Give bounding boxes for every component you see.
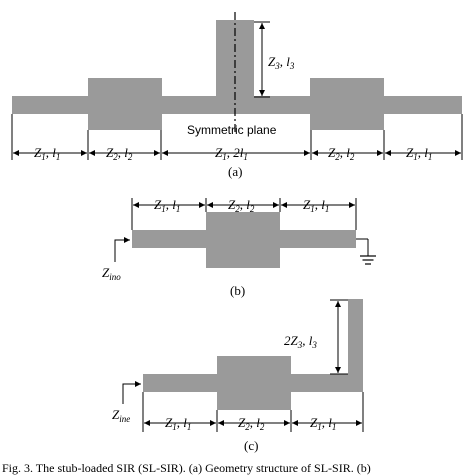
line-z1-b-right <box>278 230 356 248</box>
line-z1-c-right <box>289 374 363 392</box>
section-z2-b <box>206 212 280 268</box>
stub-2z3 <box>348 299 363 392</box>
symmetric-plane-label: Symmetric plane <box>187 123 277 137</box>
label-stub-c: 2Z3, l3 <box>284 333 317 350</box>
port-arrow-c <box>122 381 141 404</box>
caption-a: (a) <box>228 164 242 179</box>
line-z1-right <box>382 96 462 114</box>
label-c-seg2: Z2, l2 <box>238 415 265 432</box>
label-c-seg1: Z1, l1 <box>165 415 191 432</box>
port-label-b: Zino <box>102 265 121 282</box>
section-z2-left <box>88 78 162 130</box>
line-z1-b-left <box>132 230 208 248</box>
diagram-c: 2Z3, l3 Zine Z1, l1 Z2, l2 Z1, l1 (c) <box>112 299 364 453</box>
label-c-seg3: Z1, l1 <box>310 415 336 432</box>
line-z1-left <box>12 96 90 114</box>
port-arrow-b <box>114 237 130 262</box>
figure-caption-text: Fig. 3. The stub-loaded SIR (SL-SIR). (a… <box>2 461 371 475</box>
diagram-b: Z1, l1 Z2, l2 Z1, l1 Zino (b) <box>102 197 376 298</box>
diagram-a: Z3, l3 Symmetric plane Z1, l1 Z2, l2 Z1,… <box>11 12 463 179</box>
label-b-seg2: Z2, l2 <box>228 197 255 214</box>
label-b-seg3: Z1, l1 <box>303 197 329 214</box>
label-a-seg5: Z1, l1 <box>406 145 432 162</box>
line-z1-center <box>160 96 312 114</box>
section-z2-right <box>310 78 384 130</box>
label-a-center: Z1, 2l1 <box>215 145 248 162</box>
label-a-seg2: Z2, l2 <box>106 145 133 162</box>
caption-c: (c) <box>244 438 258 453</box>
label-a-seg1: Z1, l1 <box>34 145 60 162</box>
section-z2-c <box>217 356 291 410</box>
label-b-seg1: Z1, l1 <box>154 197 180 214</box>
label-a-seg4: Z2, l2 <box>328 145 355 162</box>
line-z1-c-left <box>143 374 219 392</box>
port-label-c: Zine <box>112 407 130 424</box>
caption-b: (b) <box>230 283 245 298</box>
ground-icon <box>356 238 376 265</box>
label-stub-a: Z3, l3 <box>268 54 295 71</box>
